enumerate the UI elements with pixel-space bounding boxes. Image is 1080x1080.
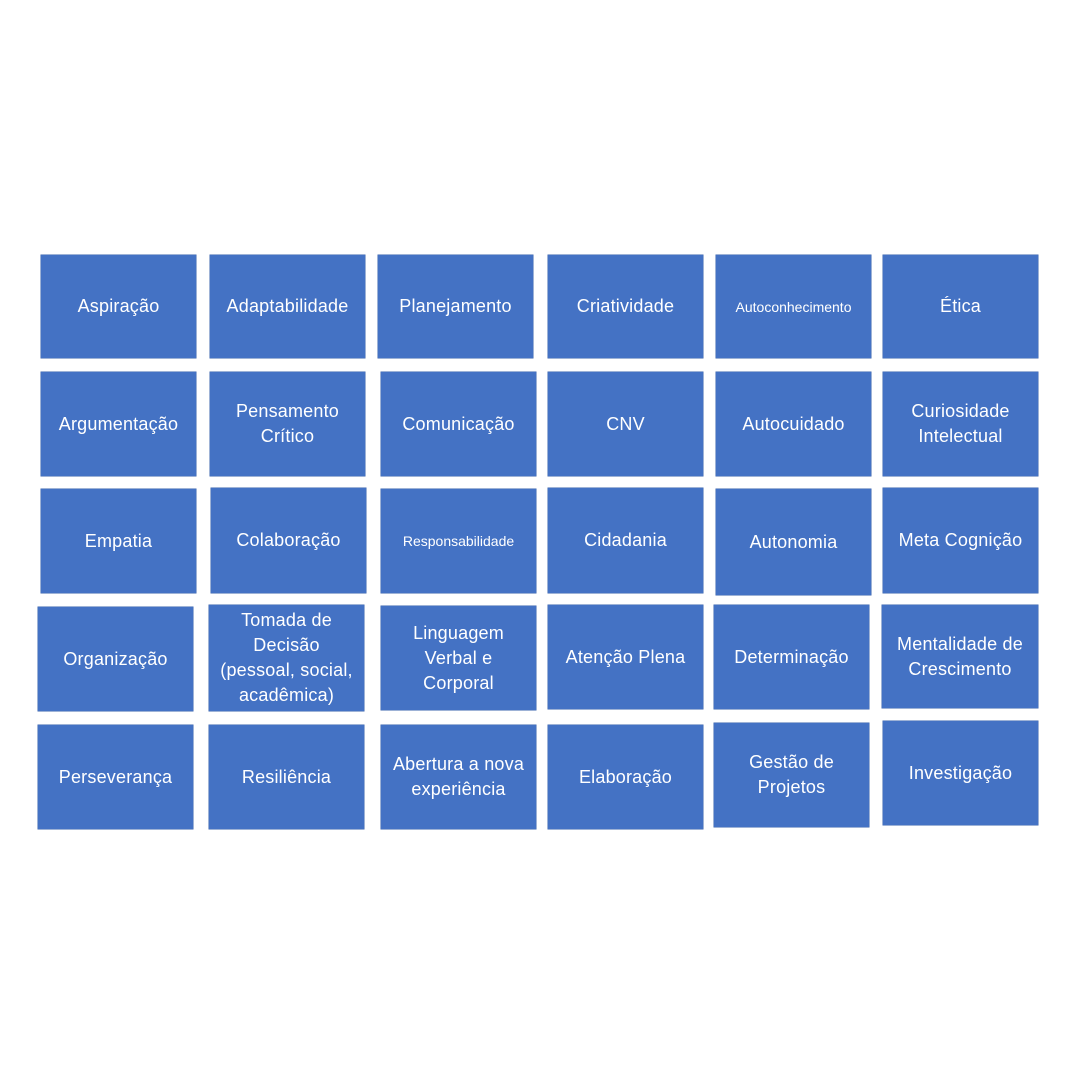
skill-card: CNV [548, 372, 703, 476]
skill-card: Aspiração [41, 255, 196, 358]
skill-card: Cidadania [548, 488, 703, 593]
skill-card: Autoconhecimento [716, 255, 871, 358]
skill-card: Responsabilidade [381, 489, 536, 593]
skill-card: Planejamento [378, 255, 533, 358]
skill-card: Empatia [41, 489, 196, 593]
skill-card: Perseverança [38, 725, 193, 829]
skill-card: Adaptabilidade [210, 255, 365, 358]
skill-card: Investigação [883, 721, 1038, 825]
skill-card: Autocuidado [716, 372, 871, 476]
skill-card: Atenção Plena [548, 605, 703, 709]
skill-card: Abertura a nova experiência [381, 725, 536, 829]
skill-card: Elaboração [548, 725, 703, 829]
skill-card: Criatividade [548, 255, 703, 358]
skill-card: Meta Cognição [883, 488, 1038, 593]
skill-card: Comunicação [381, 372, 536, 476]
skill-card: Linguagem Verbal e Corporal [381, 606, 536, 710]
skill-card: Autonomia [716, 489, 871, 595]
skill-card: Mentalidade de Crescimento [882, 605, 1038, 708]
skill-card: Tomada de Decisão (pessoal, social, acad… [209, 605, 364, 711]
skill-card: Determinação [714, 605, 869, 709]
skill-card: Ética [883, 255, 1038, 358]
skill-card: Gestão de Projetos [714, 723, 869, 827]
skill-card: Organização [38, 607, 193, 711]
skill-card: Resiliência [209, 725, 364, 829]
skill-card: Argumentação [41, 372, 196, 476]
skill-card: Curiosidade Intelectual [883, 372, 1038, 476]
skill-card: Pensamento Crítico [210, 372, 365, 476]
skill-card: Colaboração [211, 488, 366, 593]
